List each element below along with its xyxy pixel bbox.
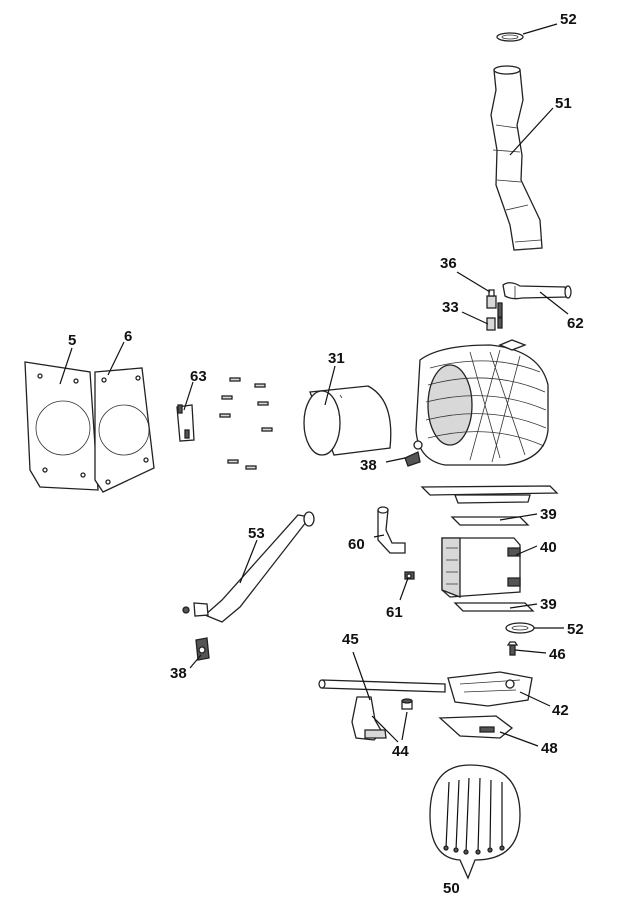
label-60: 60 (348, 536, 365, 553)
part-50-electrode-callout (429, 764, 521, 880)
part-39-gasket-lower (453, 602, 535, 612)
part-62-pipe-elbow (502, 282, 572, 300)
label-63: 63 (190, 368, 207, 385)
label-48: 48 (541, 740, 558, 757)
part-44-trap (351, 696, 413, 741)
label-50: 50 (443, 880, 460, 897)
label-53: 53 (248, 525, 265, 542)
label-44: 44 (392, 743, 409, 760)
part-31-combustion-cylinder (303, 385, 392, 456)
label-42: 42 (552, 702, 569, 719)
part-5-mounting-plate (24, 361, 99, 491)
part-33-fitting (486, 302, 503, 331)
label-45: 45 (342, 631, 359, 648)
label-38-upper: 38 (360, 457, 377, 474)
label-51: 51 (555, 95, 572, 112)
label-5: 5 (68, 332, 76, 349)
part-labels: 52 51 36 33 62 5 6 63 31 38 39 60 40 53 … (68, 11, 584, 897)
leader-lines (59, 23, 569, 747)
label-39-lower: 39 (540, 596, 557, 613)
part-46-screw (506, 641, 519, 656)
top-plate (420, 485, 559, 504)
part-40-exchanger-block (441, 537, 521, 598)
part-38-valve-upper (404, 440, 423, 467)
part-52-gasket-lower (505, 622, 535, 634)
screws-cluster (219, 377, 273, 470)
label-39-upper: 39 (540, 506, 557, 523)
heat-exchanger-main (415, 339, 549, 466)
part-39-gasket-upper (450, 516, 530, 526)
label-52-top: 52 (560, 11, 577, 28)
label-52-lower: 52 (567, 621, 584, 638)
part-60-pipe (377, 506, 406, 554)
part-48-base-bracket (438, 715, 514, 739)
part-52-gasket-top (496, 32, 524, 42)
part-38-valve-lower (195, 637, 210, 661)
label-61: 61 (386, 604, 403, 621)
part-45-pipe (318, 679, 446, 693)
label-33: 33 (442, 299, 459, 316)
label-62: 62 (567, 315, 584, 332)
part-61-fitting (404, 571, 415, 580)
part-63-bracket (176, 404, 195, 442)
part-51-flue-pipe (490, 65, 543, 251)
part-42-condensate-tray (447, 671, 533, 707)
label-38-lower: 38 (170, 665, 187, 682)
label-31: 31 (328, 350, 345, 367)
label-40: 40 (540, 539, 557, 556)
part-53-long-pipe (182, 511, 315, 623)
part-36-sensor (486, 289, 497, 309)
label-36: 36 (440, 255, 457, 272)
part-6-mounting-plate (94, 367, 155, 493)
label-46: 46 (549, 646, 566, 663)
label-6: 6 (124, 328, 132, 345)
